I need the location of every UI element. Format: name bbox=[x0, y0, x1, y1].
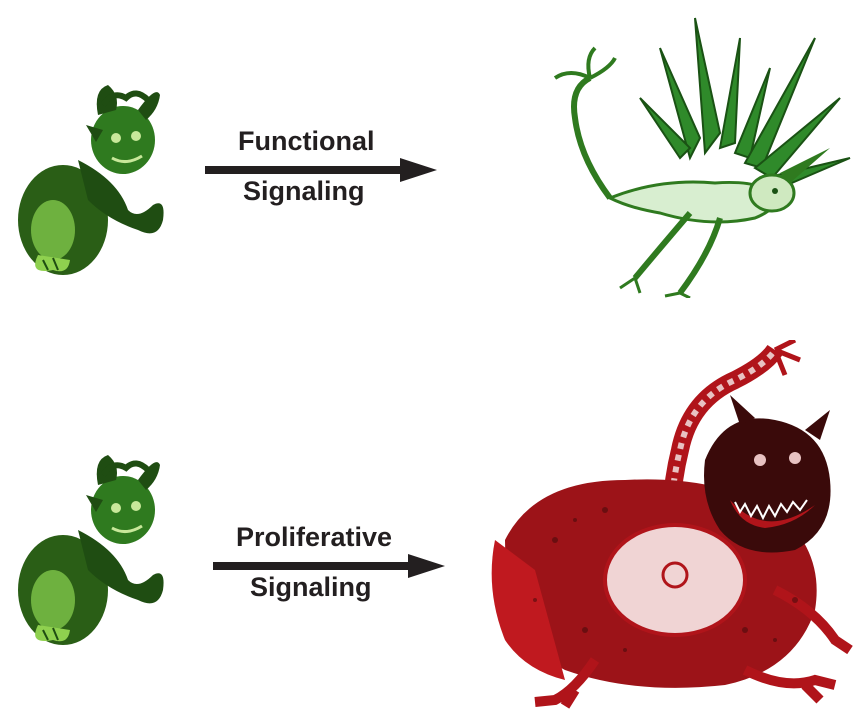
red-monster-icon bbox=[475, 340, 855, 710]
green-imp-icon-bottom bbox=[8, 440, 173, 645]
signaling-label-top: Signaling bbox=[243, 176, 365, 207]
proliferative-label: Proliferative bbox=[236, 522, 392, 553]
functional-label: Functional bbox=[238, 126, 375, 157]
winged-green-demon-icon bbox=[540, 8, 860, 298]
signaling-label-bottom: Signaling bbox=[250, 572, 372, 603]
green-imp-icon-top bbox=[8, 70, 173, 275]
